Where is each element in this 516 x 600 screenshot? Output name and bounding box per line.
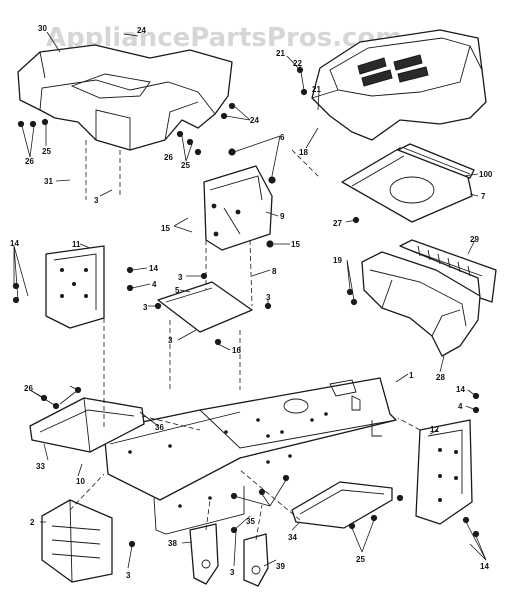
callout-6: 6 [280,133,285,142]
callout-5: 5 [175,286,180,295]
plate-5 [157,281,253,333]
callout-14: 14 [480,562,489,571]
grille-29 [399,239,497,303]
callout-1: 1 [409,371,414,380]
callout-4: 4 [458,402,463,411]
leader-lines [13,31,487,569]
callout-100: 100 [479,170,493,179]
callout-16: 16 [232,346,241,355]
bumper-28 [361,251,481,357]
callout-18: 18 [299,148,308,157]
callout-31: 31 [44,177,53,186]
bracket-39 [243,533,269,587]
footrest-34 [291,481,393,529]
footrest-33 [29,397,145,453]
callout-12: 12 [430,425,439,434]
callout-21: 21 [276,49,285,58]
callout-28: 28 [436,373,445,382]
callout-39: 39 [276,562,285,571]
strip-100 [397,143,475,179]
frame-rail-1 [103,377,397,535]
callout-8: 8 [272,267,277,276]
callout-11: 11 [72,240,81,249]
callout-3: 3 [230,568,235,577]
callout-38: 38 [168,539,177,548]
side-bracket-11 [45,245,105,329]
callout-26: 26 [25,157,34,166]
hood-18 [311,29,487,141]
callout-33: 33 [36,462,45,471]
callout-9: 9 [280,212,285,221]
callout-25: 25 [42,147,51,156]
callout-19: 19 [333,256,342,265]
callout-34: 34 [288,533,297,542]
alignment-lines [69,140,421,541]
callout-labels: 30 24 21 22 21 18 100 7 27 26 25 25 26 2… [10,24,493,580]
callout-24: 24 [137,26,146,35]
callout-15: 15 [161,224,170,233]
callout-3: 3 [126,571,131,580]
callout-36: 36 [155,423,164,432]
dash-bracket-9 [203,165,273,251]
callout-27: 27 [333,219,342,228]
shield-2 [41,499,113,583]
bracket-38 [189,523,219,585]
callout-3: 3 [266,293,271,302]
callout-30: 30 [38,24,47,33]
callout-4: 4 [152,280,157,289]
callout-3: 3 [168,336,173,345]
callout-24: 24 [250,116,259,125]
callout-25: 25 [356,555,365,564]
callout-3: 3 [178,273,183,282]
callout-35: 35 [246,517,255,526]
callout-14: 14 [149,264,158,273]
callout-25: 25 [181,161,190,170]
callout-26: 26 [24,384,33,393]
callout-3: 3 [143,303,148,312]
callout-2: 2 [30,518,35,527]
side-bracket-12 [415,419,473,525]
callout-26: 26 [164,153,173,162]
callout-10: 10 [76,477,85,486]
callout-3: 3 [94,196,99,205]
callout-15: 15 [291,240,300,249]
hood-vent-grille [357,54,429,87]
callout-22: 22 [293,59,302,68]
callout-7: 7 [481,192,486,201]
callout-21: 21 [312,85,321,94]
callout-14: 14 [10,239,19,248]
callout-14: 14 [456,385,465,394]
dash-panel-30 [17,44,233,151]
plate-7 [341,147,473,223]
callout-29: 29 [470,235,479,244]
